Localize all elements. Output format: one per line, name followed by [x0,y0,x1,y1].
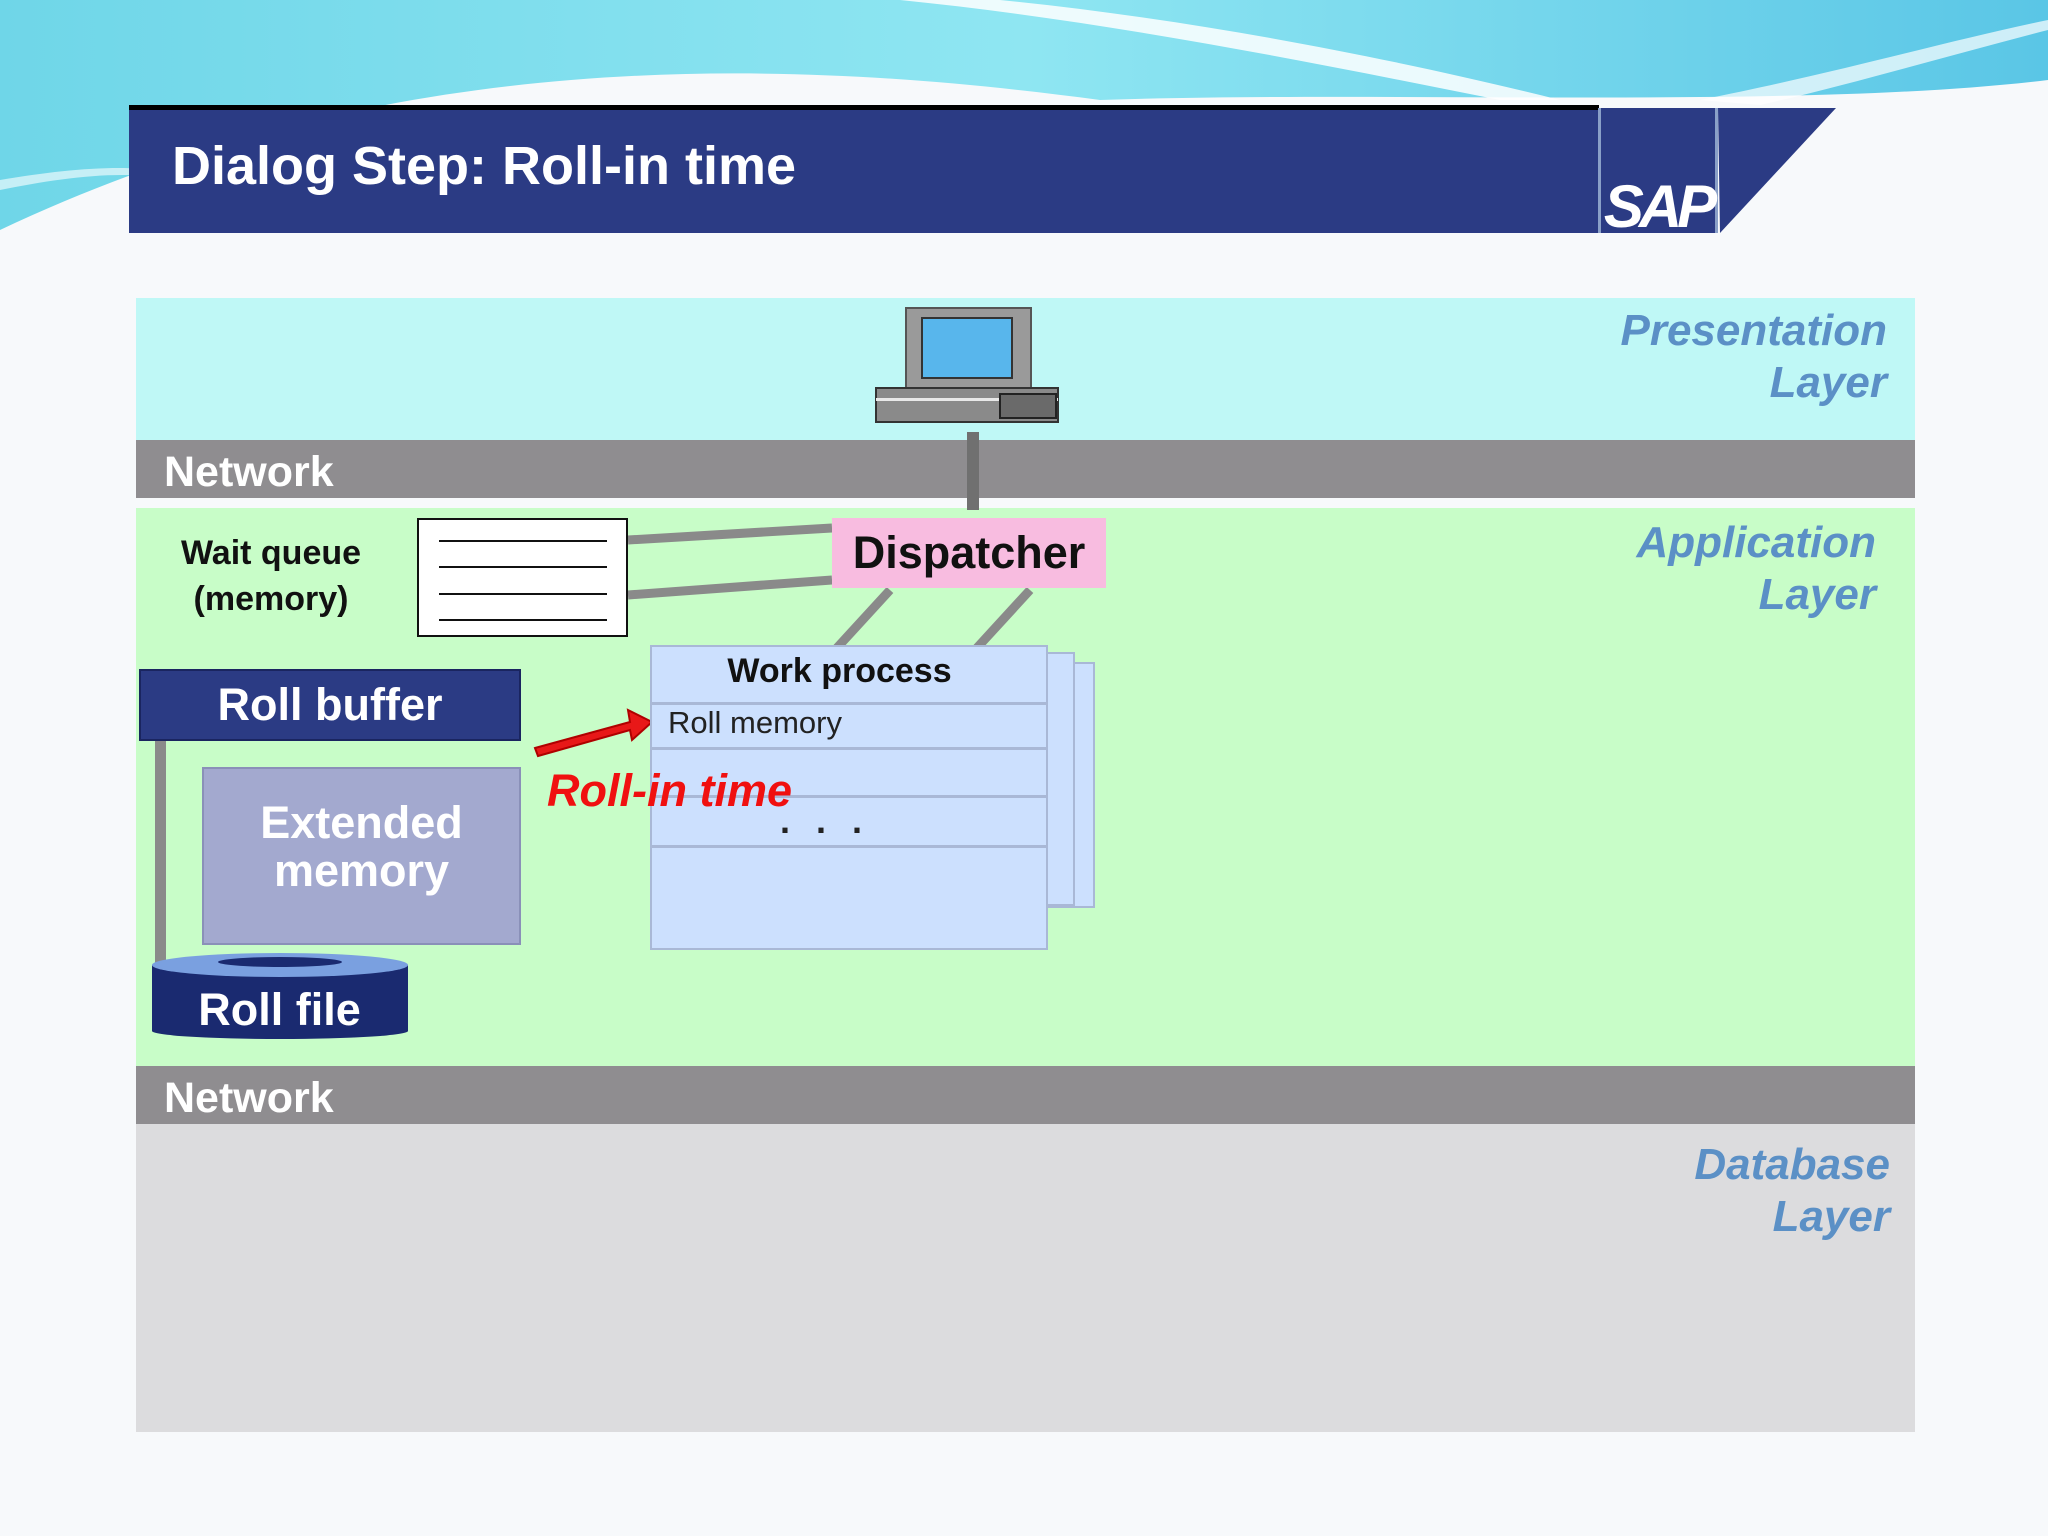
red-arrow-icon [533,708,654,758]
slide-title: Dialog Step: Roll-in time [172,136,797,196]
wait-queue-box [417,518,628,637]
queue-dispatcher-line-1 [627,523,833,545]
terminal-network-line [967,432,979,510]
network-bar-top [136,440,1915,498]
computer-terminal-icon [875,307,1059,423]
sap-logo: SAP [1603,173,1717,240]
dispatcher-wp-line-1 [831,586,894,654]
network-bar-bottom [136,1066,1915,1124]
database-cylinder-icon [152,953,408,1039]
dispatcher: Dispatcher [832,518,1106,588]
background-waves [0,0,2048,230]
database-layer-label: Database Layer [1694,1140,1890,1241]
dispatcher-wp-line-2 [971,586,1034,654]
database-layer [136,1124,1915,1432]
work-process-ellipsis: . . . [780,800,871,841]
title-bar [129,105,1599,233]
wait-queue-label: Wait queue (memory) [180,534,362,618]
roll-buffer-connector [155,741,166,963]
roll-buffer: Roll buffer [139,669,521,741]
title-bar-wedge [1718,108,1836,233]
roll-file-label: Roll file [198,984,361,1035]
roll-in-time-label: Roll-in time [547,765,792,816]
network-label-top: Network [164,448,334,496]
work-process-title: Work process [727,652,952,690]
sap-logo-box [1598,108,1718,233]
extended-memory: Extended memory [202,767,521,945]
roll-memory-label: Roll memory [668,705,842,740]
application-layer-label: Application Layer [1636,518,1876,619]
queue-dispatcher-line-2 [627,575,833,600]
presentation-layer-label: Presentation Layer [1620,306,1887,407]
work-process-box [650,645,1048,950]
network-label-bottom: Network [164,1074,334,1122]
